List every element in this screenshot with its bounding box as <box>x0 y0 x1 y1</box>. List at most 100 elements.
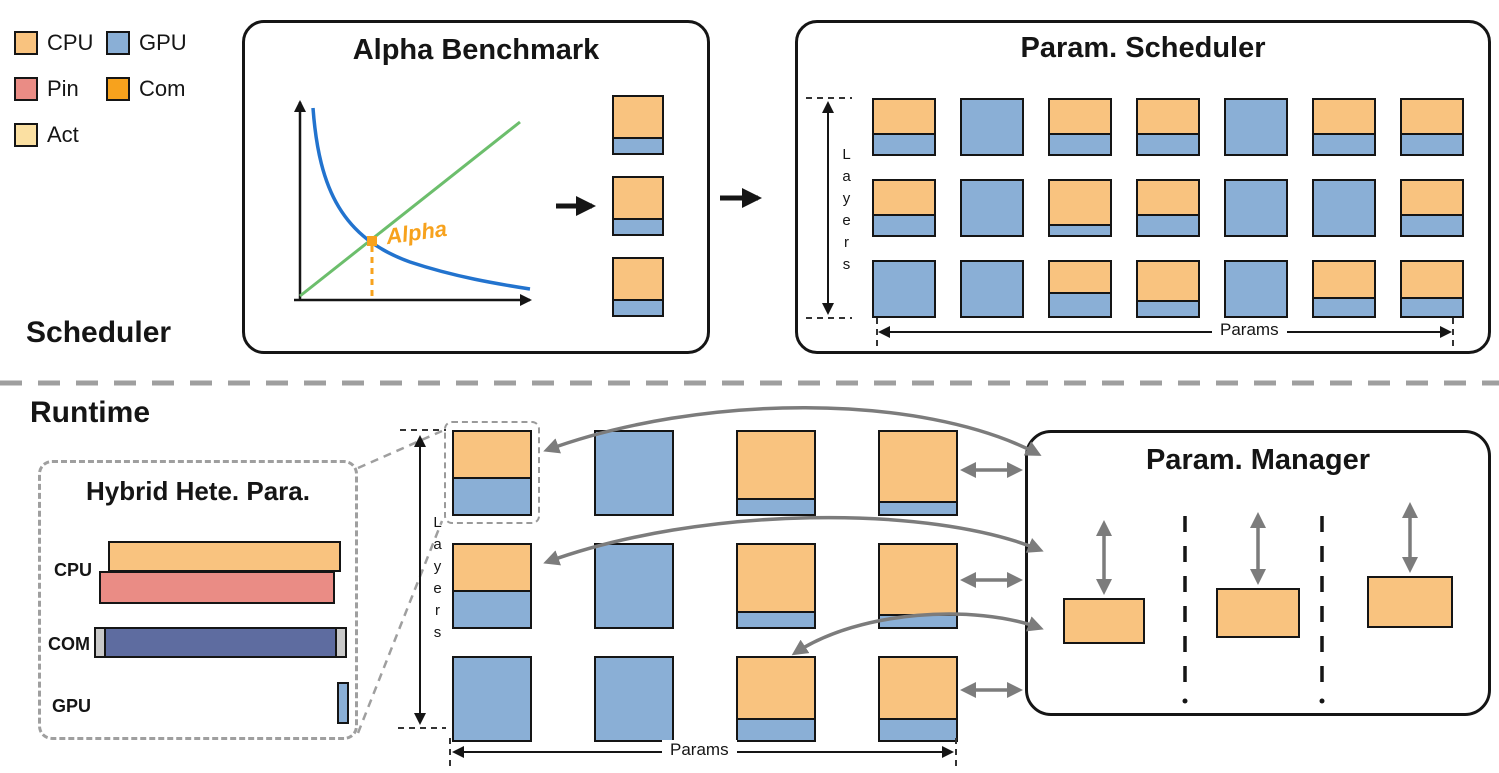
cpu-portion <box>1050 262 1110 292</box>
param-cell <box>612 95 664 155</box>
legend-item-pin: Pin <box>14 76 79 102</box>
gpu-portion <box>1402 214 1462 235</box>
gpu-portion <box>880 500 956 514</box>
param-cell <box>452 656 532 742</box>
cpu-portion <box>1402 181 1462 215</box>
param-cell <box>1224 98 1288 156</box>
cpu-portion <box>1314 262 1374 298</box>
gpu-activity-bar <box>337 682 349 724</box>
param-cell <box>1136 260 1200 318</box>
cpu-portion <box>614 259 662 300</box>
param-cell <box>1048 260 1112 318</box>
com-activity-bar <box>94 627 347 658</box>
gpu-portion <box>1314 133 1374 154</box>
param-cell <box>736 430 816 516</box>
param-cell <box>1312 179 1376 237</box>
param-cell <box>878 656 958 742</box>
gpu-portion <box>1138 214 1198 235</box>
gpu-portion <box>454 590 530 627</box>
gpu-portion <box>614 137 662 153</box>
zoom-connector-top <box>357 429 443 470</box>
legend-label-pin: Pin <box>47 76 79 101</box>
cpu-portion <box>738 658 814 718</box>
legend-label-gpu: GPU <box>139 30 187 55</box>
param-cell <box>1400 260 1464 318</box>
cpu-portion <box>738 545 814 611</box>
alpha-output-stack <box>612 95 664 317</box>
gpu-portion <box>1402 297 1462 316</box>
hybrid-gpu-label: GPU <box>52 696 92 716</box>
cpu-portion <box>874 181 934 215</box>
cpu-portion <box>1138 100 1198 134</box>
param-cell <box>1048 98 1112 156</box>
gpu-portion <box>614 218 662 234</box>
gpu-portion <box>614 299 662 315</box>
param-cell <box>1400 179 1464 237</box>
cpu-swatch-icon <box>14 31 38 55</box>
param-cell <box>612 176 664 236</box>
param-cell <box>872 179 936 237</box>
param-cell <box>872 260 936 318</box>
alpha-benchmark-title: Alpha Benchmark <box>352 34 600 66</box>
param-cell <box>452 430 532 516</box>
gpu-portion <box>1050 133 1110 154</box>
gpu-portion <box>1314 297 1374 316</box>
cpu-portion <box>1050 100 1110 134</box>
cpu-activity-bar <box>108 541 341 572</box>
gpu-portion <box>738 717 814 740</box>
param-cell <box>1136 179 1200 237</box>
manager-param-block-3 <box>1367 576 1453 628</box>
act-swatch-icon <box>14 123 38 147</box>
param-manager-title: Param. Manager <box>1145 444 1371 476</box>
cpu-portion <box>1402 100 1462 134</box>
param-cell <box>736 656 816 742</box>
param-cell <box>872 98 936 156</box>
legend-item-gpu: GPU <box>106 30 187 56</box>
com-bar-right-cap <box>337 629 345 656</box>
gpu-portion <box>738 497 814 514</box>
param-cell <box>1312 98 1376 156</box>
cpu-portion <box>1138 262 1198 300</box>
hybrid-com-label: COM <box>48 634 90 654</box>
param-cell <box>612 257 664 317</box>
gpu-portion <box>874 214 934 235</box>
param-cell <box>878 543 958 629</box>
param-cell <box>1224 179 1288 237</box>
gpu-portion <box>1050 224 1110 235</box>
param-cell <box>1312 260 1376 318</box>
param-cell <box>878 430 958 516</box>
cpu-portion <box>874 100 934 134</box>
runtime-params-label: Params <box>662 740 737 760</box>
cpu-portion <box>880 432 956 501</box>
cpu-portion <box>614 97 662 138</box>
gpu-portion <box>1138 299 1198 316</box>
param-cell <box>1400 98 1464 156</box>
legend-item-cpu: CPU <box>14 30 93 56</box>
pin-swatch-icon <box>14 77 38 101</box>
pin-memory-bar <box>99 571 335 604</box>
runtime-param-grid <box>452 430 958 742</box>
param-cell <box>960 260 1024 318</box>
gpu-portion <box>454 477 530 514</box>
hybrid-cpu-label: CPU <box>54 560 93 580</box>
gpu-portion <box>880 717 956 740</box>
legend-label-cpu: CPU <box>47 30 94 55</box>
gpu-portion <box>1402 133 1462 154</box>
com-bar-body <box>104 629 337 656</box>
param-cell <box>1048 179 1112 237</box>
legend-item-com: Com <box>106 76 185 102</box>
param-cell <box>594 430 674 516</box>
param-cell <box>1224 260 1288 318</box>
param-cell <box>960 98 1024 156</box>
cpu-portion <box>1138 181 1198 215</box>
com-swatch-icon <box>106 77 130 101</box>
gpu-portion <box>1050 291 1110 316</box>
cpu-portion <box>1402 262 1462 298</box>
legend-item-act: Act <box>14 122 79 148</box>
scheduler-params-label: Params <box>1212 320 1287 340</box>
scheduler-section-label: Scheduler <box>26 316 172 349</box>
cpu-portion <box>614 178 662 219</box>
cpu-portion <box>1050 181 1110 225</box>
scheduler-param-grid <box>872 98 1464 318</box>
